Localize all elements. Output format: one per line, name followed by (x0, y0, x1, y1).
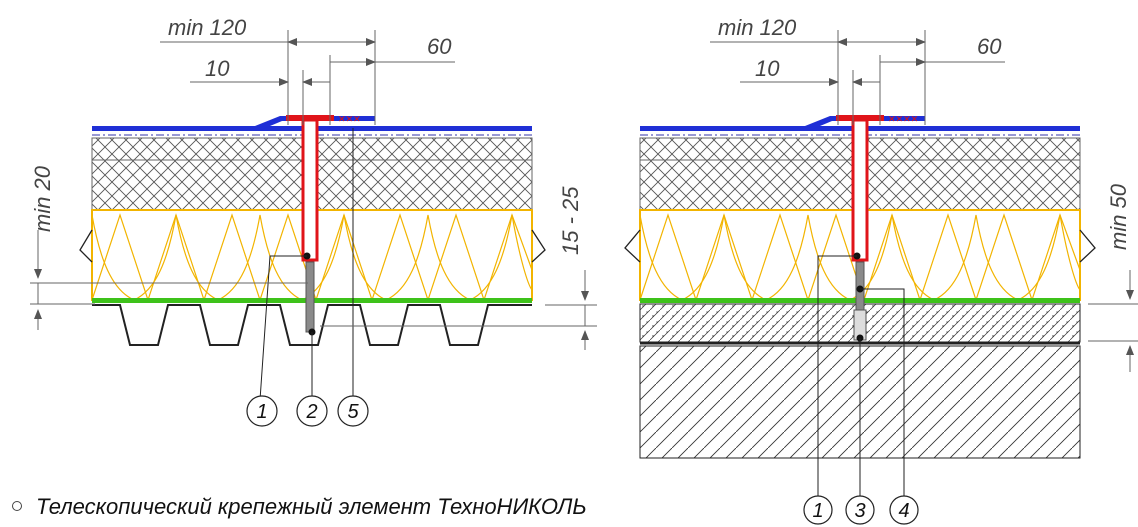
legend-item-1-text: Телескопический крепежный элемент ТехноН… (36, 494, 587, 519)
left-dim-top-width: min 120 (168, 15, 247, 40)
left-dim-right-height: 15 - 25 (558, 186, 583, 255)
left-callout-1 (246, 395, 278, 427)
left-callout-1-label: 1 (256, 401, 267, 423)
left-fastener-screw (305, 261, 315, 333)
right-detail: ✕✕✕✕ 1 3 4 min 120 60 10 (624, 15, 1138, 525)
left-fastener-sleeve (301, 118, 319, 262)
right-callout-1 (803, 495, 833, 525)
right-callout-4-label: 4 (898, 500, 909, 522)
left-dim-washer: 10 (205, 56, 230, 81)
right-callout-1-label: 1 (812, 500, 823, 522)
left-callout-2 (296, 395, 328, 427)
right-dim-overlap: 60 (977, 34, 1002, 59)
left-fastener-head (286, 115, 334, 121)
right-fastener-head (836, 115, 884, 121)
right-callout-3 (845, 495, 875, 525)
right-dim-right-height: min 50 (1106, 183, 1131, 250)
right-membrane-lap (805, 116, 925, 131)
left-dim-left-height: min 20 (30, 165, 55, 232)
left-callout-2-label: 2 (305, 401, 317, 423)
svg-text:✕✕✕: ✕✕✕ (338, 115, 361, 125)
left-callout-5-label: 5 (347, 401, 359, 423)
left-dim-overlap: 60 (427, 34, 452, 59)
legend-bullet-icon (12, 501, 22, 512)
left-profiled-deck (92, 304, 532, 346)
left-callout-5 (337, 395, 369, 427)
right-dim-washer: 10 (755, 56, 780, 81)
left-detail: ✕✕✕ 1 2 5 min 120 60 10 (30, 15, 597, 427)
svg-text:✕✕✕✕: ✕✕✕✕ (888, 115, 918, 125)
left-membrane-lap (255, 116, 375, 131)
right-callout-3-label: 3 (854, 500, 865, 522)
right-callout-4 (889, 495, 919, 525)
right-fastener-sleeve (851, 118, 869, 262)
legend-item-1: Телескопический крепежный элемент ТехноН… (12, 494, 587, 520)
right-dim-top-width: min 120 (718, 15, 797, 40)
